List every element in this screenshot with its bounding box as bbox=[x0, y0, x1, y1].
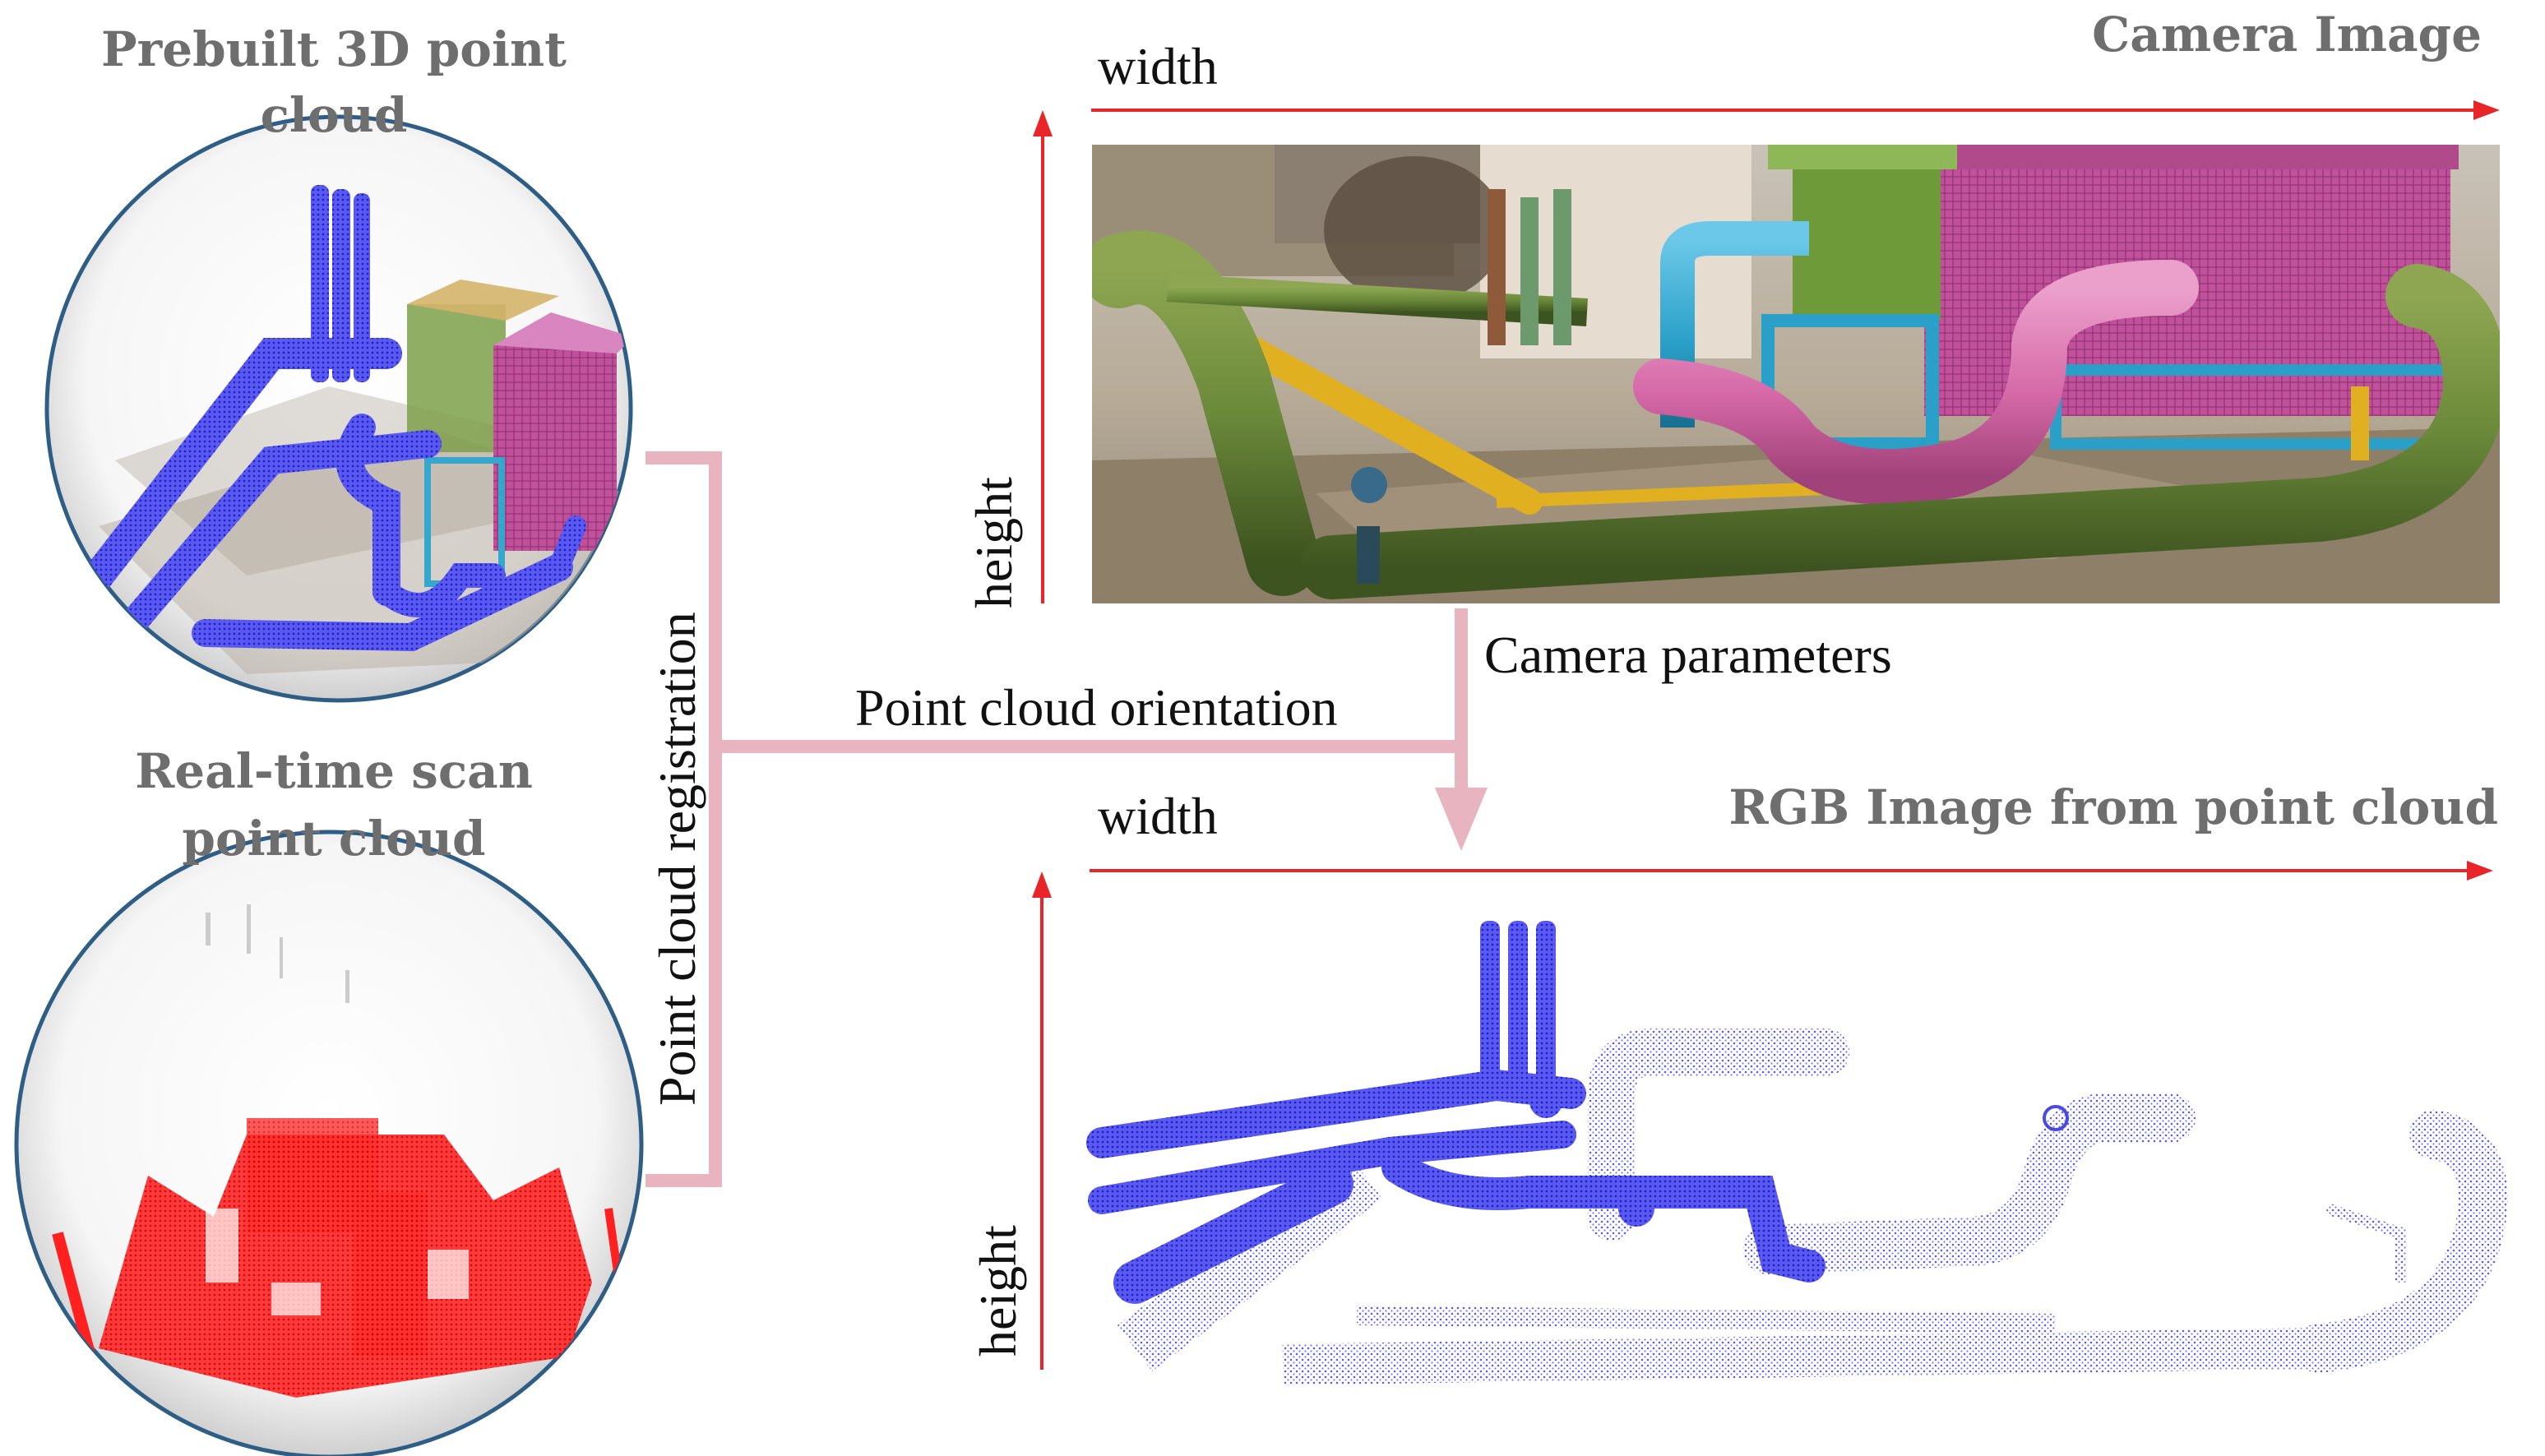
camera-width-axis bbox=[1091, 100, 2500, 120]
rgb-height-label: height bbox=[969, 1225, 1027, 1357]
rgb-width-axis bbox=[1090, 861, 2493, 881]
camera-width-label: width bbox=[1098, 37, 1218, 95]
orientation-label: Point cloud orientation bbox=[855, 678, 1338, 737]
rgb-image-title: RGB Image from point cloud bbox=[1728, 779, 2498, 835]
registration-bracket bbox=[646, 451, 1468, 1187]
prebuilt-title-line1: Prebuilt 3D point bbox=[101, 21, 567, 77]
prebuilt-point-cloud-image bbox=[83, 185, 631, 674]
camera-height-label: height bbox=[965, 477, 1023, 608]
rgb-point-cloud-render bbox=[1086, 921, 2509, 1385]
realtime-title-line1: Real-time scan bbox=[135, 743, 533, 799]
registration-label: Point cloud registration bbox=[648, 612, 706, 1106]
camera-parameters-label: Camera parameters bbox=[1484, 626, 1892, 684]
rgb-width-label: width bbox=[1098, 787, 1218, 845]
camera-image-panel: Camera Image width height bbox=[965, 7, 2500, 608]
orientation-arrowhead bbox=[1435, 788, 1488, 851]
camera-image-title: Camera Image bbox=[2092, 7, 2482, 62]
realtime-scan-panel bbox=[14, 830, 644, 1456]
camera-photo bbox=[1092, 145, 2500, 603]
prebuilt-title-line2: cloud bbox=[261, 87, 408, 143]
rgb-height-axis bbox=[1032, 871, 1052, 1370]
prebuilt-point-cloud-panel bbox=[44, 114, 633, 703]
camera-height-axis bbox=[1033, 110, 1053, 603]
rgb-image-panel: RGB Image from point cloud width height bbox=[969, 779, 2509, 1385]
realtime-title-line2: point cloud bbox=[182, 811, 485, 867]
